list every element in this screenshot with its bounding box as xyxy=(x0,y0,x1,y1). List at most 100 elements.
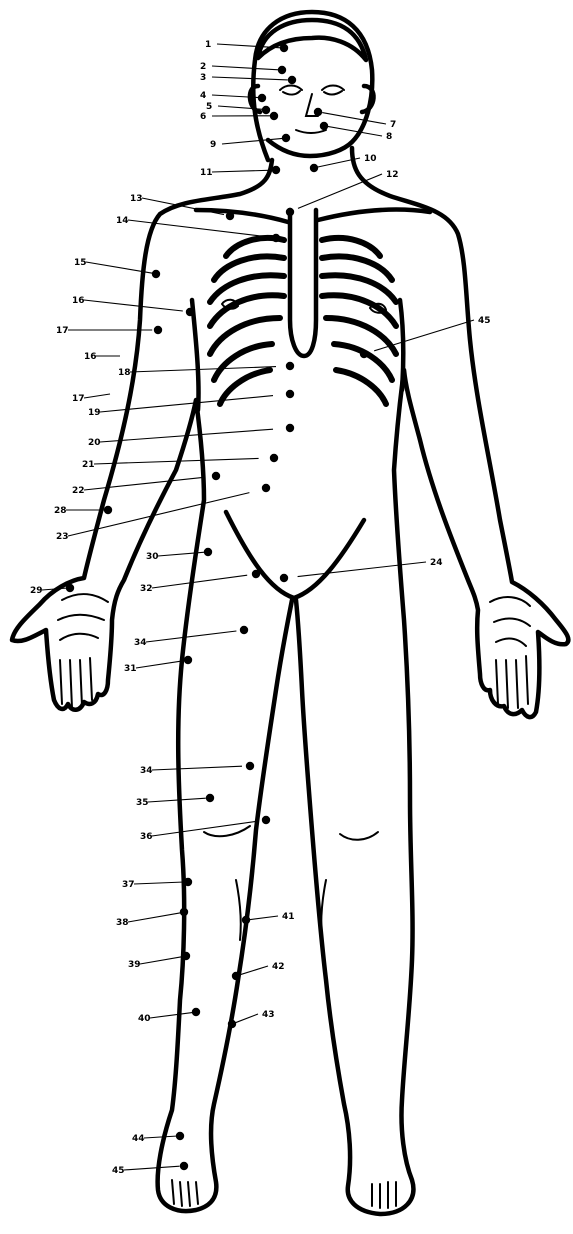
acupoint-label-p18: 18 xyxy=(118,368,131,378)
sternum xyxy=(290,210,316,356)
acupoint-label-p7: 7 xyxy=(390,120,396,130)
acupoint-label-p36: 36 xyxy=(140,832,153,842)
rib-right-7 xyxy=(336,370,386,404)
acupoint-label-p15: 15 xyxy=(74,258,87,268)
leader-line-p8 xyxy=(328,126,382,136)
acupoint-label-p2: 2 xyxy=(200,62,206,72)
acupoint-dot-p43 xyxy=(228,1020,236,1028)
acupoint-dot-p2 xyxy=(278,66,286,74)
left-fingers xyxy=(60,658,92,708)
leader-line-p41 xyxy=(248,916,278,920)
acupoint-label-p29: 29 xyxy=(30,586,43,596)
acupoint-label-p11: 11 xyxy=(200,168,213,178)
acupoint-dot-p3 xyxy=(288,76,296,84)
leader-line-p3 xyxy=(212,77,288,80)
acupoint-label-p34b: 34 xyxy=(140,766,153,776)
right-ear xyxy=(362,86,374,112)
leader-line-p37 xyxy=(134,882,184,884)
leader-line-p24 xyxy=(298,562,426,577)
acupoint-label-p45b: 45 xyxy=(112,1166,125,1176)
acupoint-label-p13: 13 xyxy=(130,194,143,204)
right-toes xyxy=(372,1182,396,1208)
right-eye xyxy=(322,86,344,95)
acupoint-label-p8: 8 xyxy=(386,132,392,142)
acupoint-label-p16: 16 xyxy=(72,296,85,306)
acupoint-dot-p37 xyxy=(184,878,192,886)
leader-line-p45 xyxy=(374,320,474,351)
acupoint-label-p35: 35 xyxy=(136,798,149,808)
acupoint-dot-p12 xyxy=(286,208,294,216)
acupoint-label-p43: 43 xyxy=(262,1010,275,1020)
acupoint-label-p5: 5 xyxy=(206,102,212,112)
right-shin-line xyxy=(321,880,326,940)
acupoint-label-p45: 45 xyxy=(478,316,491,326)
acupoint-dot-p21 xyxy=(270,454,278,462)
rib-left-7 xyxy=(220,370,270,404)
leader-line-p2 xyxy=(212,66,279,70)
acupoint-dot-p16 xyxy=(186,308,194,316)
acupoint-label-p22: 22 xyxy=(72,486,85,496)
right-inner-arm xyxy=(400,300,403,390)
acupoint-label-p14: 14 xyxy=(116,216,129,226)
acupoint-label-p9: 9 xyxy=(210,140,216,150)
acupoint-dot-p15 xyxy=(152,270,160,278)
leader-line-p5 xyxy=(218,106,264,109)
acupoint-label-p17: 17 xyxy=(56,326,69,336)
leader-line-p40 xyxy=(150,1012,193,1018)
acupoint-dot-p24 xyxy=(280,574,288,582)
leader-line-p36 xyxy=(152,821,256,836)
acupoint-label-p3: 3 xyxy=(200,73,206,83)
rib-left-6 xyxy=(214,344,272,380)
right-knee xyxy=(340,832,378,840)
collarbone-right xyxy=(318,210,430,220)
left-shin-line xyxy=(236,880,241,940)
acupoint-label-p40: 40 xyxy=(138,1014,151,1024)
leader-line-p32 xyxy=(152,575,247,588)
acupoint-dot-p23 xyxy=(262,484,270,492)
acupoint-label-p21: 21 xyxy=(82,460,95,470)
acupoint-label-p24: 24 xyxy=(430,558,443,568)
leader-line-p12 xyxy=(298,174,382,208)
acupoint-label-p23: 23 xyxy=(56,532,69,542)
acupoint-dot-p34 xyxy=(240,626,248,634)
left-inner-arm xyxy=(192,300,199,410)
acupoint-dot-p7 xyxy=(314,108,322,116)
mouth xyxy=(296,130,326,133)
acupoint-dot-p10 xyxy=(310,164,318,172)
acupoint-dot-p42 xyxy=(232,972,240,980)
leader-line-p16 xyxy=(84,300,183,311)
acupoint-label-p17b: 17 xyxy=(72,394,85,404)
acupoint-dot-p45b xyxy=(180,1162,188,1170)
rib-right-1 xyxy=(322,238,380,256)
acupoint-dot-p14 xyxy=(272,234,280,242)
leader-line-p39 xyxy=(140,957,183,964)
acupoint-dot-p17 xyxy=(154,326,162,334)
acupoint-dot-p20 xyxy=(286,424,294,432)
acupoint-dot-p31 xyxy=(184,656,192,664)
rib-cage xyxy=(196,210,430,404)
acupoint-dot-p38 xyxy=(180,908,188,916)
acupoint-dot-p13 xyxy=(226,212,234,220)
acupoint-label-p4: 4 xyxy=(200,91,206,101)
leader-line-p31 xyxy=(136,661,185,668)
acupoint-dot-p11 xyxy=(272,166,280,174)
acupoint-label-p28: 28 xyxy=(54,506,67,516)
acupoint-label-p37: 37 xyxy=(122,880,135,890)
acupoint-dot-p5 xyxy=(262,106,270,114)
acupoint-dot-p19 xyxy=(286,390,294,398)
left-body-outline xyxy=(12,160,292,1211)
body-outline xyxy=(12,12,568,1214)
leader-line-p19 xyxy=(100,396,273,412)
leader-line-p11 xyxy=(212,170,272,172)
acupoint-label-p16b: 16 xyxy=(84,352,97,362)
acupoint-dot-p32 xyxy=(252,570,260,578)
left-toes xyxy=(172,1180,198,1206)
acupoint-label-p20: 20 xyxy=(88,438,101,448)
right-palm-lines xyxy=(490,597,530,646)
acupoint-label-p39: 39 xyxy=(128,960,141,970)
acupoint-label-p31: 31 xyxy=(124,664,137,674)
leader-line-p35 xyxy=(148,798,206,802)
leader-line-p34 xyxy=(146,631,236,642)
acupoint-dot-p34b xyxy=(246,762,254,770)
